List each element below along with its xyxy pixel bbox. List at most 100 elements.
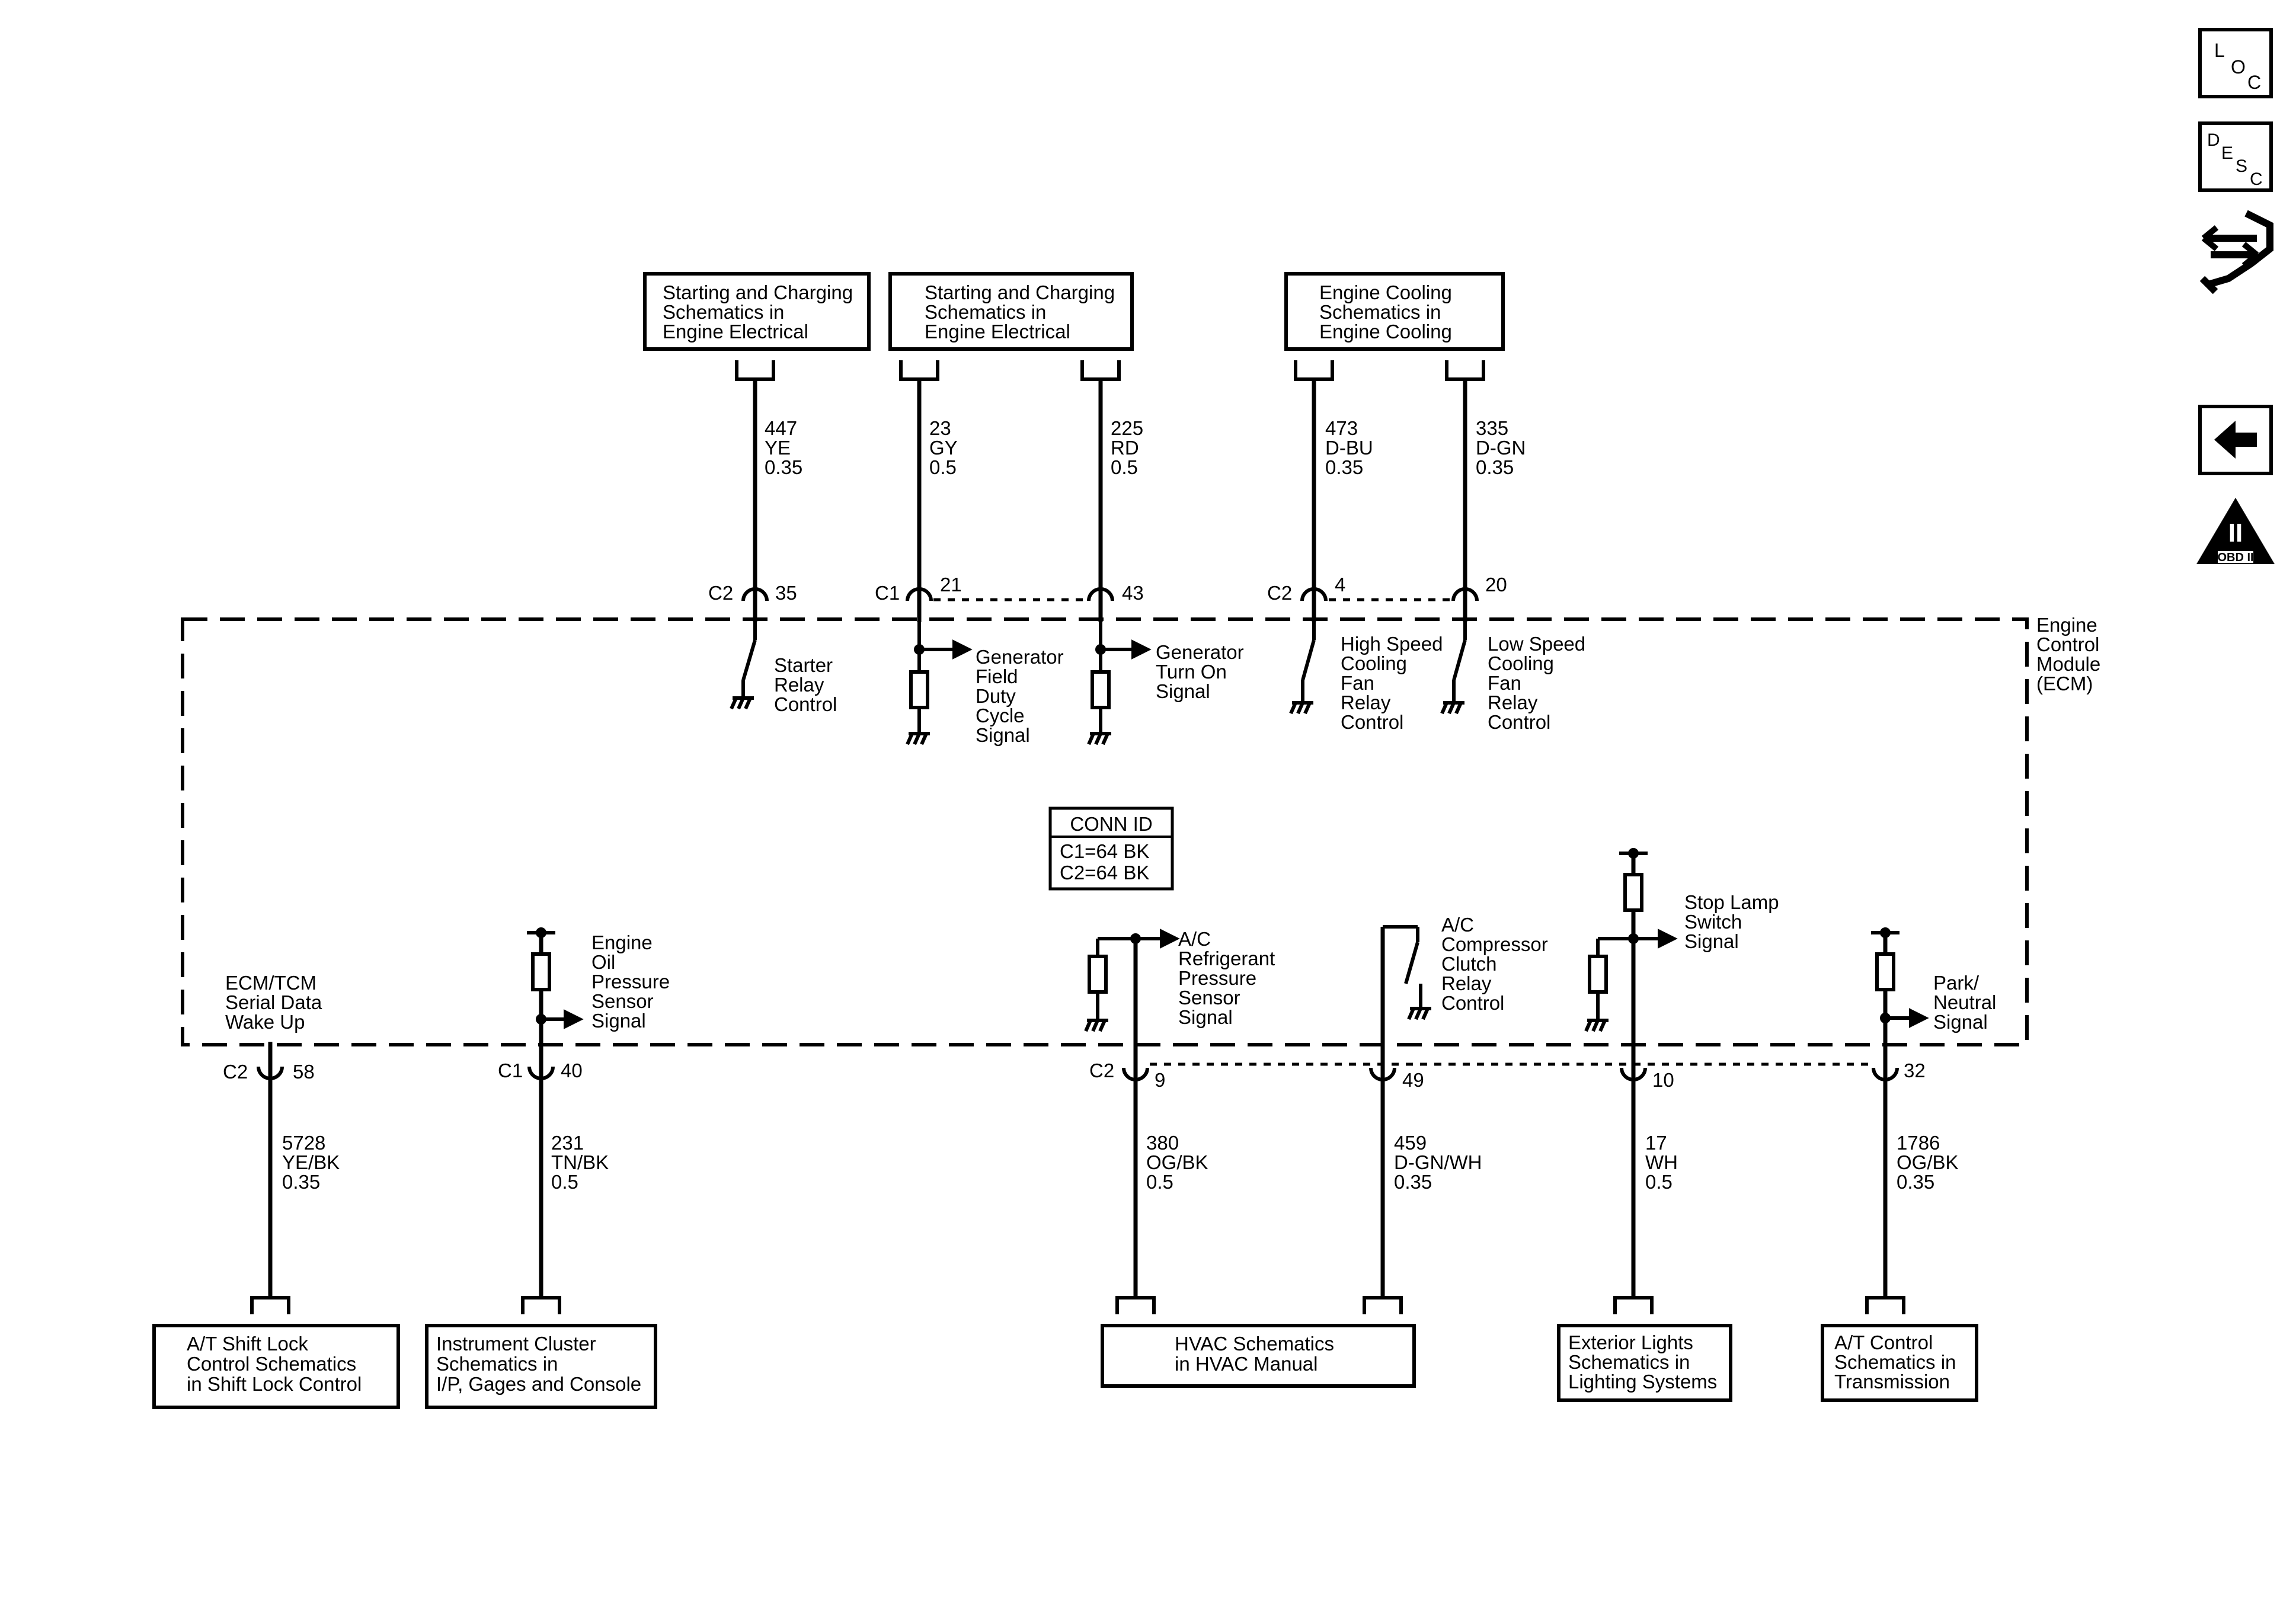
wire-color: RD [1111, 437, 1139, 459]
pin-number: 49 [1402, 1069, 1424, 1091]
wire-23 [899, 360, 939, 622]
ref-box-starting-charging-1[interactable]: Starting and Charging Schematics in Engi… [643, 272, 871, 351]
ref-box-text: Transmission [1834, 1371, 1950, 1393]
pin-number: 43 [1122, 582, 1144, 604]
wire-gauge: 0.35 [282, 1171, 320, 1193]
high-speed-fan-switch [1289, 622, 1316, 715]
ref-box-text: A/T Control [1834, 1331, 1933, 1353]
ref-box-text: Engine Cooling [1319, 321, 1452, 343]
module-label: Engine Control Module (ECM) [2036, 614, 2100, 694]
wire-23-label: 23 GY 0.5 C1 21 [875, 417, 962, 604]
wire-1786-label: 1786 OG/BK 0.35 32 [1897, 1060, 1959, 1193]
ref-box-text: in Shift Lock Control [187, 1373, 362, 1395]
signal-label: Signal [591, 1010, 646, 1032]
wire-5728 [250, 1042, 290, 1314]
pin-number: 9 [1155, 1069, 1165, 1091]
pin-number: 20 [1485, 574, 1507, 596]
wire-447 [735, 360, 775, 622]
park-neutral-circuit [1871, 927, 1929, 1028]
oil-pressure-circuit [527, 927, 584, 1029]
signal-label: Neutral [1933, 991, 1996, 1013]
ref-box-text: Schematics in [1568, 1351, 1690, 1373]
signal-label: Control [1488, 711, 1550, 733]
starter-relay-label: Starter Relay Control [774, 654, 837, 715]
generator-turn-on-label: Generator Turn On Signal [1156, 641, 1244, 702]
module-label-line: (ECM) [2036, 673, 2093, 694]
desc-icon[interactable]: D E S C [2198, 121, 2273, 192]
signal-label: Field [976, 665, 1018, 687]
wire-447-label: 447 YE 0.35 C2 35 [708, 417, 802, 604]
high-speed-fan-label: High Speed Cooling Fan Relay Control [1341, 633, 1443, 733]
wire-17-label: 17 WH 0.5 10 [1645, 1069, 1678, 1193]
signal-label: Cooling [1341, 652, 1407, 674]
signal-label: Cooling [1488, 652, 1554, 674]
circuit-number: 1786 [1897, 1132, 1940, 1154]
signal-label: Duty [976, 685, 1016, 707]
ref-box-text: Engine Cooling [1319, 281, 1452, 303]
wire-17 [1613, 853, 1654, 1314]
connector-id: C2 [1089, 1060, 1114, 1081]
signal-label: Oil [591, 951, 615, 973]
desc-letter: C [2250, 169, 2263, 189]
signal-label: Sensor [591, 990, 654, 1012]
wire-335 [1445, 360, 1485, 622]
signal-label: Control [1341, 711, 1403, 733]
circuit-number: 459 [1394, 1132, 1427, 1154]
ac-clutch-relay-switch [1383, 925, 1431, 1020]
desc-letter: D [2207, 130, 2220, 150]
ecm-module-boundary [181, 617, 2029, 1046]
obd-label: OBD II [2217, 551, 2253, 564]
loc-icon[interactable]: L O C [2198, 28, 2273, 98]
signal-label: Sensor [1178, 987, 1240, 1009]
wire-gauge: 0.5 [1645, 1171, 1673, 1193]
connector-id: C2 [223, 1061, 248, 1083]
signal-label: ECM/TCM [225, 972, 316, 994]
circuit-number: 473 [1325, 417, 1358, 439]
pin-number: 4 [1335, 574, 1345, 596]
obd-ii-icon[interactable]: II OBD II [2196, 498, 2275, 564]
signal-label: Clutch [1441, 953, 1497, 975]
ref-box-text: Control Schematics [187, 1353, 356, 1375]
ref-box-starting-charging-2[interactable]: Starting and Charging Schematics in Engi… [888, 272, 1134, 351]
park-neutral-label: Park/ Neutral Signal [1933, 972, 1996, 1033]
wire-473-label: 473 D-BU 0.35 C2 4 [1267, 417, 1373, 604]
wire-color: D-GN [1476, 437, 1526, 459]
signal-label: Signal [976, 724, 1030, 746]
ref-box-text: I/P, Gages and Console [436, 1373, 641, 1395]
wire-380 [1115, 939, 1156, 1314]
pin-number: 21 [940, 574, 962, 596]
desc-letter: E [2221, 143, 2233, 163]
serial-data-label: ECM/TCM Serial Data Wake Up [225, 972, 322, 1033]
signal-label: Serial Data [225, 991, 322, 1013]
pin-number: 58 [293, 1061, 315, 1083]
wrench-arrows-icon[interactable] [2199, 210, 2273, 295]
signal-label: Fan [1488, 672, 1521, 694]
pin-number: 32 [1904, 1060, 1926, 1081]
ac-refrigerant-circuit [1084, 929, 1180, 1032]
circuit-number: 225 [1111, 417, 1143, 439]
back-arrow-icon[interactable] [2198, 405, 2273, 475]
ref-box-at-shift-lock[interactable]: A/T Shift Lock Control Schematics in Shi… [152, 1324, 400, 1409]
ref-box-engine-cooling[interactable]: Engine Cooling Schematics in Engine Cool… [1284, 272, 1505, 351]
circuit-number: 23 [929, 417, 951, 439]
signal-label: Refrigerant [1178, 948, 1275, 969]
ref-box-text: in HVAC Manual [1175, 1353, 1318, 1375]
wire-gauge: 0.5 [929, 456, 957, 478]
ref-box-exterior-lights[interactable]: Exterior Lights Schematics in Lighting S… [1557, 1324, 1732, 1402]
ref-box-hvac[interactable]: HVAC Schematics in HVAC Manual [1101, 1324, 1416, 1388]
conn-id-title: CONN ID [1070, 813, 1152, 835]
ref-box-instrument-cluster[interactable]: Instrument Cluster Schematics in I/P, Ga… [425, 1324, 657, 1409]
wire-459-label: 459 D-GN/WH 0.35 49 [1394, 1069, 1482, 1193]
module-label-line: Engine [2036, 614, 2097, 636]
wire-gauge: 0.5 [1111, 456, 1138, 478]
ref-box-text: Starting and Charging [663, 281, 853, 303]
ref-box-text: Starting and Charging [925, 281, 1115, 303]
wire-color: D-BU [1325, 437, 1373, 459]
signal-label: Fan [1341, 672, 1374, 694]
ref-box-text: Schematics in [663, 301, 784, 323]
signal-label: Relay [1441, 972, 1492, 994]
ref-box-at-control[interactable]: A/T Control Schematics in Transmission [1821, 1324, 1978, 1402]
loc-letter: L [2214, 40, 2225, 61]
signal-label: Starter [774, 654, 833, 676]
signal-label: Park/ [1933, 972, 1980, 994]
